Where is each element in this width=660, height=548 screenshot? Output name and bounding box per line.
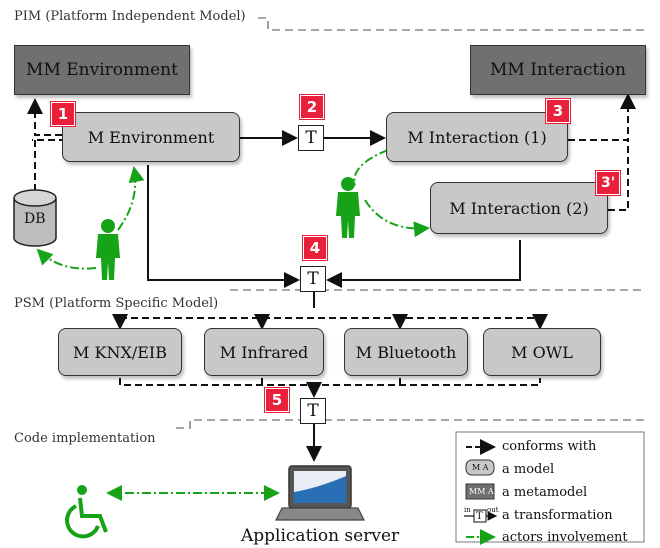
legend-model-icon-label: M A [472,463,489,472]
psm-fan [112,314,548,398]
flow-arrows [147,130,521,462]
transformation-2-label: T [305,128,317,148]
legend-glyphs [464,439,498,545]
step-badge-3: 3 [545,98,571,124]
model-environment-label: M Environment [87,127,215,147]
actor-links [36,149,430,501]
transformation-4-label: T [307,269,319,289]
transformation-2[interactable]: T [298,125,324,151]
step-badge-1: 1 [50,101,76,127]
model-bluetooth[interactable]: M Bluetooth [344,328,468,376]
model-interaction-2-label: M Interaction (2) [449,198,589,218]
section-label-psm: PSM (Platform Specific Model) [14,296,219,311]
step-badge-5: 5 [264,387,290,413]
wheelchair-icon [65,485,108,539]
model-infrared-label: M Infrared [219,342,309,362]
person-icon-left [96,219,120,280]
legend-t-label: T [476,511,483,522]
model-interaction-2[interactable]: M Interaction (2) [430,182,608,234]
transformation-5-label: T [307,401,319,421]
legend-transformation-label: a transformation [502,508,613,523]
step-badge-3-prime: 3' [595,170,621,196]
metamodel-interaction[interactable]: MM Interaction [470,45,646,95]
section-label-pim: PIM (Platform Independent Model) [14,9,246,24]
model-knx[interactable]: M KNX/EIB [58,328,182,376]
legend-actors-label: actors involvement [502,530,628,545]
legend-in-label: in [464,506,471,514]
model-owl[interactable]: M OWL [483,328,601,376]
legend-model-label: a model [502,462,555,477]
legend-frame [455,431,645,543]
model-knx-label: M KNX/EIB [73,342,167,362]
metamodel-interaction-label: MM Interaction [489,60,626,80]
laptop-icon [275,465,365,521]
model-environment[interactable]: M Environment [62,112,240,162]
section-label-code: Code implementation [14,431,156,446]
db-cylinder [13,189,57,247]
section-separators [176,17,645,429]
model-interaction-1[interactable]: M Interaction (1) [386,112,568,162]
db-label: DB [24,211,46,227]
step-badge-2: 2 [299,94,325,120]
model-bluetooth-label: M Bluetooth [355,342,457,362]
metamodel-environment-label: MM Environment [26,60,178,80]
transformation-4[interactable]: T [300,266,326,292]
legend-metamodel-icon-label: MM A [469,487,494,496]
legend-out-label: out [487,506,499,514]
model-interaction-1-label: M Interaction (1) [407,127,547,147]
person-icon-right [336,177,360,238]
step-badge-4: 4 [302,235,328,261]
app-server-label: Application server [241,526,400,546]
legend-conforms-label: conforms with [502,439,597,454]
transformation-5[interactable]: T [300,398,326,424]
conforms-arrows [27,93,636,211]
metamodel-environment[interactable]: MM Environment [14,45,190,95]
model-infrared[interactable]: M Infrared [204,328,324,376]
legend-metamodel-label: a metamodel [502,485,588,500]
model-owl-label: M OWL [511,342,573,362]
